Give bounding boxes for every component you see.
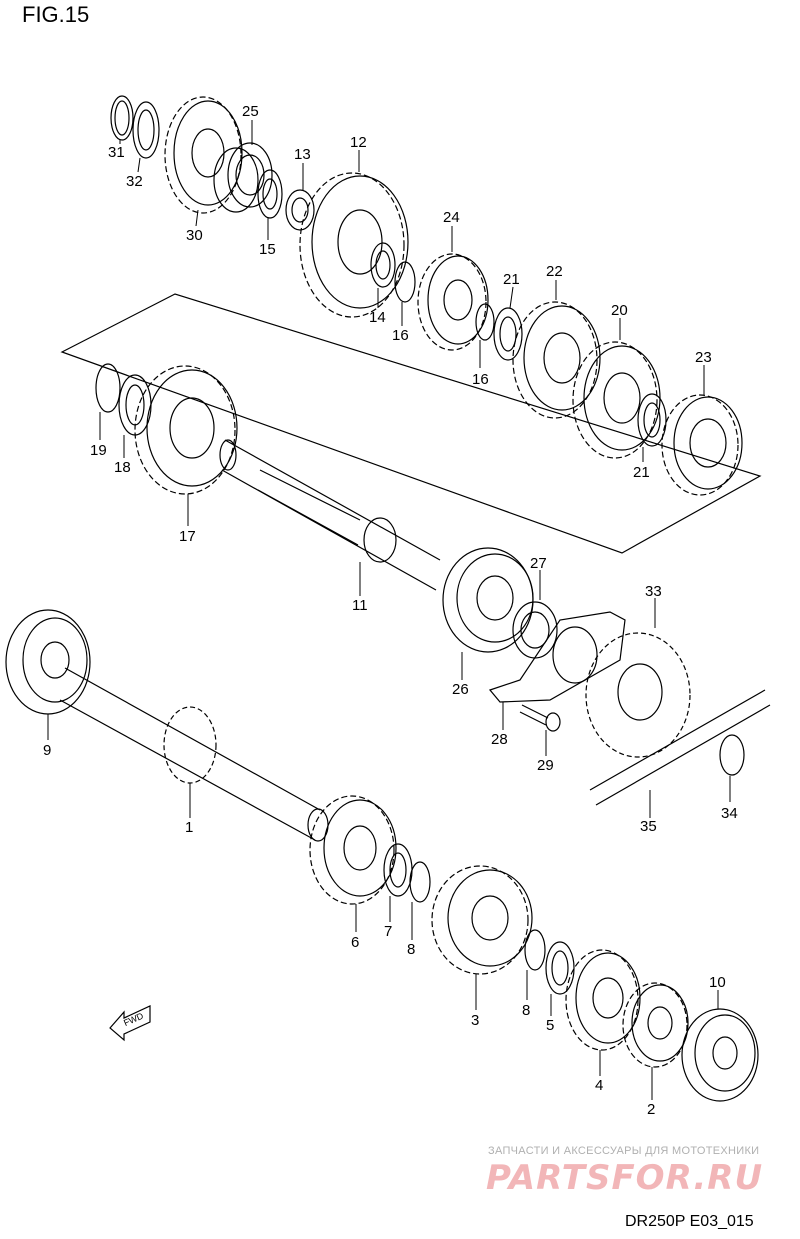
callout-11: 11 bbox=[352, 597, 368, 614]
part-19-circlip bbox=[95, 363, 121, 413]
leader-lines bbox=[47, 120, 731, 1100]
part-32-washer bbox=[132, 101, 160, 159]
callout-9: 9 bbox=[43, 742, 51, 759]
part-31-circlip bbox=[110, 95, 134, 141]
part-3-gear bbox=[431, 865, 533, 975]
part-25-bearing bbox=[213, 142, 273, 213]
part-16-circlip-lower bbox=[475, 303, 495, 341]
callout-15: 15 bbox=[259, 241, 276, 258]
callout-14: 14 bbox=[369, 309, 386, 326]
part-21-washer-lower bbox=[637, 393, 667, 447]
callout-33: 33 bbox=[645, 583, 662, 600]
callout-35: 35 bbox=[640, 818, 657, 835]
part-35-chain bbox=[589, 689, 771, 806]
callout-28: 28 bbox=[491, 731, 508, 748]
part-13-bushing bbox=[285, 189, 315, 231]
callout-8b: 8 bbox=[522, 1002, 530, 1019]
callout-20: 20 bbox=[611, 302, 628, 319]
part-21-washer-upper bbox=[493, 307, 523, 361]
callout-24: 24 bbox=[443, 209, 460, 226]
callout-4: 4 bbox=[595, 1077, 603, 1094]
part-34-circlip bbox=[719, 734, 745, 776]
part-30-gear bbox=[164, 96, 243, 214]
callout-3: 3 bbox=[471, 1012, 479, 1029]
countershaft-outline bbox=[60, 293, 762, 554]
part-4-gear bbox=[565, 949, 641, 1051]
callout-30: 30 bbox=[186, 227, 203, 244]
callout-17: 17 bbox=[179, 528, 196, 545]
part-22-gear bbox=[512, 301, 601, 419]
callout-6: 6 bbox=[351, 934, 359, 951]
fwd-arrow-icon bbox=[109, 1005, 151, 1042]
callout-27: 27 bbox=[530, 555, 547, 572]
part-17-gear bbox=[134, 365, 238, 495]
part-28-retainer bbox=[488, 611, 626, 703]
callout-21b: 21 bbox=[633, 464, 650, 481]
part-7-washer bbox=[383, 843, 413, 897]
part-5-washer bbox=[545, 941, 575, 995]
drawing-code: DR250P E03_015 bbox=[625, 1213, 754, 1230]
callout-13: 13 bbox=[294, 146, 311, 163]
callout-16a: 16 bbox=[392, 327, 409, 344]
part-27-seal bbox=[512, 601, 558, 659]
part-12-gear bbox=[299, 172, 409, 318]
callout-29: 29 bbox=[537, 757, 554, 774]
figure-title: FIG.15 bbox=[22, 2, 90, 27]
callout-22: 22 bbox=[546, 263, 563, 280]
part-29-bolt bbox=[519, 704, 561, 732]
part-9-bearing bbox=[5, 609, 91, 715]
callout-1: 1 bbox=[185, 819, 193, 836]
callout-23: 23 bbox=[695, 349, 712, 366]
callout-2: 2 bbox=[647, 1101, 655, 1118]
callout-7: 7 bbox=[384, 923, 392, 940]
part-1-driveshaft bbox=[59, 667, 329, 842]
callout-18: 18 bbox=[114, 459, 131, 476]
part-33-sprocket bbox=[585, 632, 691, 758]
part-14-washer bbox=[370, 242, 396, 288]
part-11-countershaft bbox=[219, 439, 441, 591]
part-8-circlip-lower bbox=[524, 929, 546, 971]
callout-10: 10 bbox=[709, 974, 726, 991]
part-2-gear bbox=[622, 982, 689, 1068]
callout-31: 31 bbox=[108, 144, 125, 161]
part-15-washer bbox=[257, 169, 283, 219]
callout-34: 34 bbox=[721, 805, 738, 822]
part-26-bearing bbox=[442, 547, 534, 653]
callout-25: 25 bbox=[242, 103, 259, 120]
callout-21a: 21 bbox=[503, 271, 520, 288]
part-24-gear bbox=[417, 253, 489, 351]
callout-19: 19 bbox=[90, 442, 107, 459]
callout-12: 12 bbox=[350, 134, 367, 151]
callout-8a: 8 bbox=[407, 941, 415, 958]
callout-26: 26 bbox=[452, 681, 469, 698]
part-23-gear bbox=[661, 394, 743, 496]
callout-16b: 16 bbox=[472, 371, 489, 388]
part-16-circlip-upper bbox=[394, 261, 416, 303]
part-8-circlip-upper bbox=[409, 861, 431, 903]
watermark-tagline: ЗАПЧАСТИ И АКСЕССУАРЫ ДЛЯ МОТОТЕХНИКИ bbox=[488, 1145, 760, 1157]
callout-labels: 31 32 30 25 15 13 12 14 16 24 16 21 22 2… bbox=[43, 103, 738, 1118]
part-6-gear bbox=[309, 795, 397, 905]
watermark-brand: PARTSFOR.RU bbox=[486, 1158, 764, 1198]
part-10-bearing bbox=[681, 1008, 759, 1102]
callout-5: 5 bbox=[546, 1017, 554, 1034]
callout-32: 32 bbox=[126, 173, 143, 190]
